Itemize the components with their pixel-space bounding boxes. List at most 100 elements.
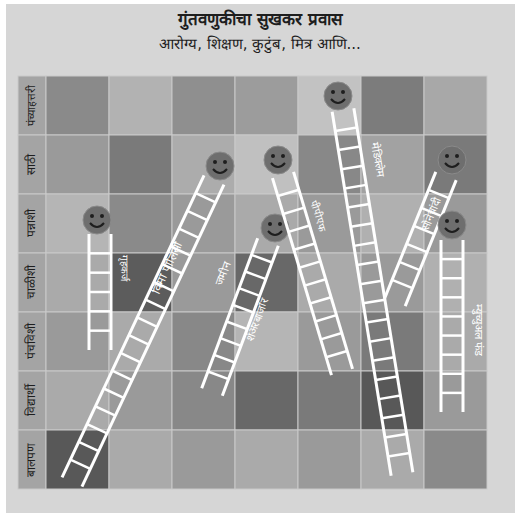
ladder-rung	[373, 357, 395, 361]
ladder-rung	[233, 305, 254, 313]
board-cell	[235, 135, 298, 194]
ladder-rail	[202, 238, 258, 388]
ladder-rung	[392, 280, 412, 288]
row-label: पन्नाशी	[25, 209, 39, 237]
board-cell	[18, 76, 46, 135]
board-cell	[109, 135, 172, 194]
ladder-rung	[369, 338, 391, 342]
ladder-label: म्युच्युअल फंड	[472, 304, 485, 357]
ladder-rung	[376, 376, 398, 380]
ladder-rung	[366, 319, 388, 323]
board-cell	[18, 135, 46, 194]
board-cell	[18, 253, 46, 312]
ladder-rung	[251, 255, 272, 263]
ladder-rung	[441, 392, 463, 395]
smiley-eye	[223, 160, 227, 164]
ladder-rung	[441, 258, 463, 261]
ladder	[89, 234, 111, 350]
smiley-eye	[278, 222, 282, 226]
row-label: बालपण	[25, 443, 39, 477]
board-cell	[46, 253, 109, 312]
smiley-face	[438, 146, 466, 174]
board-cell	[18, 371, 46, 430]
board-cell	[172, 430, 235, 489]
ladder-rung	[87, 424, 107, 433]
ladder-rung	[441, 296, 463, 299]
board-cell	[172, 135, 235, 194]
ladder-rung	[89, 252, 111, 255]
smiley-eye	[268, 222, 272, 226]
ladder-rung	[239, 288, 260, 296]
ladder-rung	[245, 271, 266, 279]
ladder-rung	[326, 351, 347, 357]
board-cell	[298, 135, 361, 194]
board-cell	[109, 312, 172, 371]
ladder-rung	[95, 406, 115, 415]
ladder	[332, 108, 413, 476]
ladder-rung	[360, 281, 382, 285]
ladder-rung	[121, 353, 141, 362]
ladder-rung	[399, 262, 419, 270]
ladder-rung	[179, 229, 199, 238]
ladder-rung	[335, 127, 357, 131]
row-label: विद्यार्थी	[25, 384, 39, 416]
board-cell	[18, 430, 46, 489]
smiley-mouth	[271, 163, 285, 167]
ladder-rung	[351, 223, 373, 227]
board-cell	[235, 430, 298, 489]
board-cell	[361, 76, 424, 135]
ladder-rung	[441, 373, 463, 376]
board-cell	[235, 312, 298, 371]
ladder-rung	[441, 277, 463, 280]
ladder-rung	[385, 434, 407, 438]
board-subtitle: आरोग्य, शिक्षण, कुटुंब, मित्र आणि...	[159, 36, 361, 53]
smiley-mouth	[268, 231, 282, 235]
smiley-eye	[213, 160, 217, 164]
ladder-rail	[462, 240, 465, 412]
ladder-rung	[354, 242, 376, 246]
board-cell	[424, 76, 487, 135]
ladder-rung	[89, 310, 111, 313]
board-cell	[235, 76, 298, 135]
ladders	[62, 82, 466, 487]
ladder-rail	[354, 108, 413, 472]
ladder-rung	[278, 190, 299, 196]
ladder-rail	[82, 185, 224, 487]
ladder-rung	[79, 442, 99, 451]
smiley-face	[438, 211, 466, 239]
ladder-rung	[129, 335, 149, 344]
ladder	[272, 172, 352, 375]
ladder-rung	[441, 334, 463, 337]
board-cell	[172, 76, 235, 135]
ladder-rung	[220, 338, 241, 346]
board-cell	[361, 371, 424, 430]
board-cell	[109, 76, 172, 135]
ladder-rung	[187, 211, 207, 220]
ladder-rail	[62, 175, 204, 477]
ladder-rail	[294, 172, 353, 369]
smiley-mouth	[331, 99, 345, 103]
board-cell	[172, 253, 235, 312]
board-cell	[298, 76, 361, 135]
ladder-label: गृहकर्ज	[118, 255, 130, 281]
ladder-rung	[289, 226, 310, 232]
smiley-eye	[281, 154, 285, 158]
ladder-rung	[227, 321, 248, 329]
smiley-face	[264, 146, 292, 174]
smiley-face	[324, 82, 352, 110]
ladder-rung	[208, 371, 229, 379]
smiley-eye	[331, 90, 335, 94]
smiley-eye	[455, 154, 459, 158]
ladder-rung	[283, 208, 304, 214]
ladder-rung	[104, 388, 124, 397]
ladder-rung	[305, 279, 326, 285]
ladder-rung	[357, 262, 379, 266]
board-cell	[109, 371, 172, 430]
smiley-face	[206, 152, 234, 180]
smiley-mouth	[90, 223, 104, 227]
smiley-head	[264, 146, 292, 174]
board-cell	[298, 371, 361, 430]
board-cell	[109, 194, 172, 253]
ladder	[62, 175, 224, 486]
